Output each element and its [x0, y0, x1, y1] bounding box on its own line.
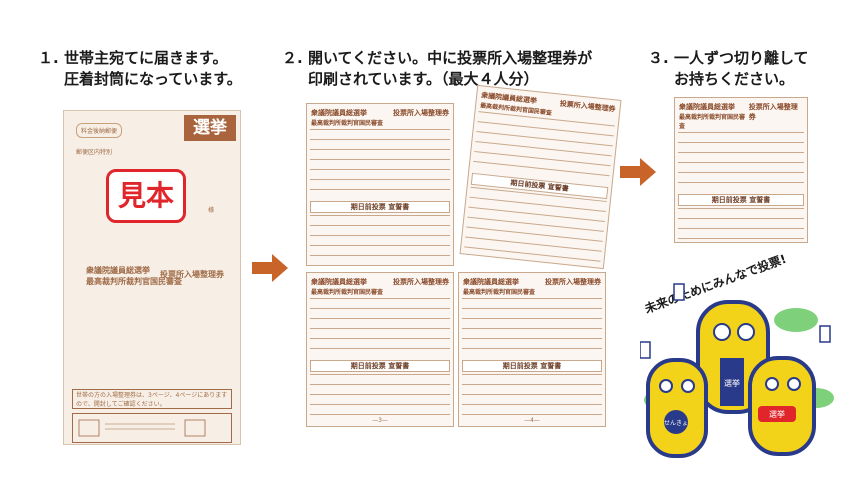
- ticket-title: 衆議院議員総選挙: [311, 278, 367, 286]
- page-number-3: —3—: [372, 417, 388, 424]
- ticket-sheet-tilted: 衆議院議員総選挙 最高裁判所裁判官国民審査 投票所入場整理券 期日前投票 宣誓書: [459, 84, 622, 270]
- ticket-sheet-top-left: 衆議院議員総選挙 最高裁判所裁判官国民審査 投票所入場整理券 期日前投票 宣誓書: [306, 103, 454, 266]
- ticket-title-right: 投票所入場整理券: [393, 109, 449, 117]
- ticket-title-right: 投票所入場整理券: [393, 278, 449, 286]
- page-number-4: —4—: [524, 417, 540, 424]
- step-3-line1: 一人ずつ切り離して: [674, 49, 809, 67]
- ticket-section-title: 期日前投票 宣誓書: [462, 360, 602, 372]
- ticket-single: 衆議院議員総選挙 最高裁判所裁判官国民審査 投票所入場整理券 期日前投票 宣誓書: [674, 97, 808, 243]
- ticket-header: 衆議院議員総選挙 最高裁判所裁判官国民審査 投票所入場整理券: [675, 98, 807, 132]
- step-2-number: ２.: [282, 49, 303, 67]
- step-2-caption: ２. 開いてください。中に投票所入場整理券が 印刷されています。（最大４人分）: [282, 48, 592, 90]
- ticket-header: 衆議院議員総選挙 最高裁判所裁判官国民審査 投票所入場整理券: [307, 273, 453, 298]
- envelope-title-line1: 衆議院議員総選挙: [86, 266, 150, 275]
- honorific-label: 様: [208, 207, 215, 214]
- ticket-subtitle: 最高裁判所裁判官国民審査: [463, 289, 536, 296]
- envelope-ticket-title: 投票所入場整理券: [160, 270, 224, 279]
- ticket-sheet-bottom-right: 衆議院議員総選挙 最高裁判所裁判官国民審査 投票所入場整理券 期日前投票 宣誓書…: [458, 272, 606, 427]
- ticket-section-title: 期日前投票 宣誓書: [310, 360, 450, 372]
- ticket-title: 衆議院議員総選挙: [463, 278, 519, 286]
- step-1-line2: 圧着封筒になっています。: [64, 70, 242, 88]
- envelope-title-line2: 最高裁判所裁判官国民審査: [86, 277, 182, 286]
- ticket-title: 衆議院議員総選挙: [679, 103, 735, 111]
- envelope-notice-box: 世帯の方の入場整理券は、3ページ、4ページにありますので、開封してご確認ください…: [72, 389, 232, 409]
- arrow-right-icon: [252, 254, 288, 282]
- ticket-subtitle: 最高裁判所裁判官国民審査: [311, 120, 384, 127]
- ticket-section-title: 期日前投票 宣誓書: [310, 201, 450, 213]
- ticket-title-right: 投票所入場整理券: [545, 278, 601, 286]
- ticket-header: 衆議院議員総選挙 最高裁判所裁判官国民審査 投票所入場整理券: [307, 104, 453, 129]
- opening-instructions-icon: [78, 419, 206, 437]
- ticket-title: 衆議院議員総選挙: [311, 109, 367, 117]
- step-1-caption: １. 世帯主宛てに届きます。 圧着封筒になっています。: [38, 48, 242, 90]
- ticket-sheet-bottom-left: 衆議院議員総選挙 最高裁判所裁判官国民審査 投票所入場整理券 期日前投票 宣誓書…: [306, 272, 454, 427]
- envelope-illustration: 料金後納郵便 郵便区内特別 選挙 見本 様 衆議院議員総選挙 最高裁判所裁判官国…: [63, 110, 241, 445]
- step-1-line1: 世帯主宛てに届きます。: [64, 49, 228, 67]
- step-3-caption: ３. 一人ずつ切り離して お持ちください。: [648, 48, 809, 90]
- sash-text-1: 選挙: [724, 378, 740, 388]
- sash-text-2: せんきょ: [664, 420, 688, 427]
- ticket-subtitle: 最高裁判所裁判官国民審査: [679, 114, 746, 130]
- step-2-line1: 開いてください。中に投票所入場整理券が: [308, 49, 593, 67]
- postage-badge: 料金後納郵便: [76, 123, 123, 138]
- postal-area-label: 郵便区内特別: [76, 149, 113, 156]
- step-3-number: ３.: [648, 49, 669, 67]
- step-3-line2: お持ちください。: [674, 70, 795, 88]
- ticket-subtitle: 最高裁判所裁判官国民審査: [311, 289, 384, 296]
- ticket-section-title: 期日前投票 宣誓書: [678, 194, 804, 206]
- ticket-header: 衆議院議員総選挙 最高裁判所裁判官国民審査 投票所入場整理券: [459, 273, 605, 298]
- envelope-opening-instructions: [72, 413, 232, 443]
- sash-text-3: 選挙: [769, 409, 785, 419]
- mascot-characters-illustration: 選挙 せんきょ 選挙: [640, 283, 834, 458]
- step-2-line2: 印刷されています。（最大４人分）: [308, 70, 539, 88]
- envelope-election-title: 衆議院議員総選挙 最高裁判所裁判官国民審査: [86, 265, 182, 287]
- sample-stamp: 見本: [106, 169, 186, 223]
- step-1-number: １.: [38, 49, 59, 67]
- ticket-title-right: 投票所入場整理券: [748, 103, 798, 121]
- senkyo-label: 選挙: [184, 115, 236, 141]
- arrow-right-icon: [620, 158, 656, 186]
